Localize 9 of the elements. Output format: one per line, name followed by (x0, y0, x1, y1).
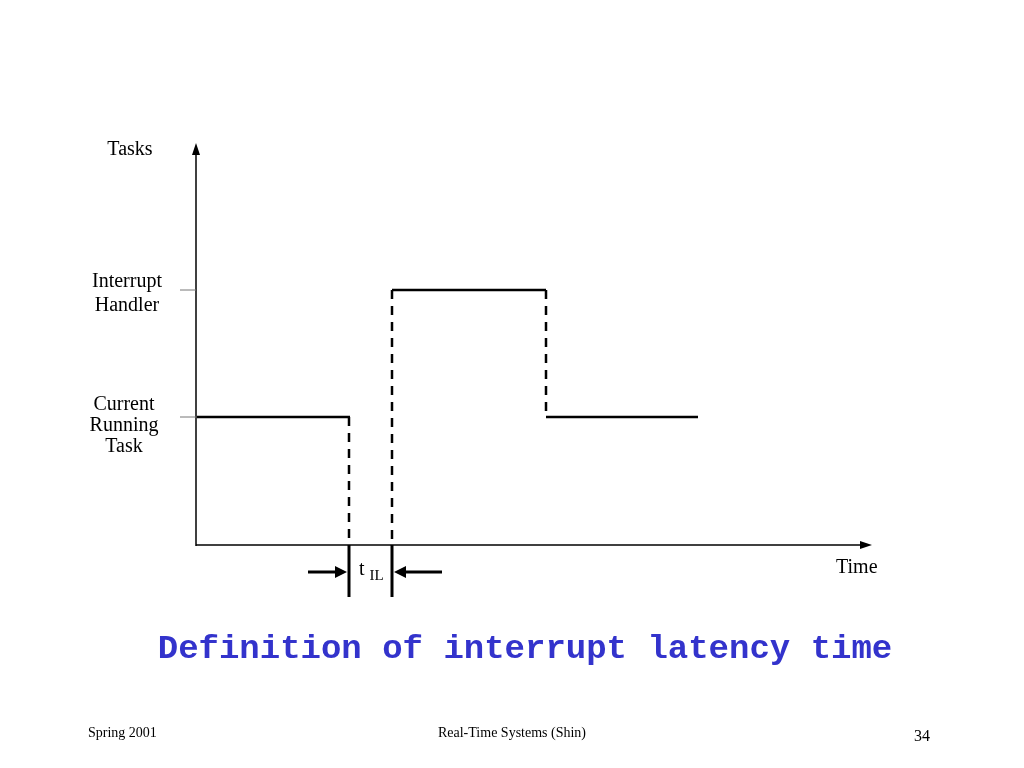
axis-label: Tasks (106, 136, 154, 160)
footer-text: Real-Time Systems (Shin) (436, 724, 587, 742)
dimension-label: t $_{IL}$ (359, 556, 385, 586)
footer-text: Spring 2001 (88, 724, 158, 742)
caption: Definition of interrupt latency time (156, 629, 894, 670)
level-label: Current Running Task (88, 393, 160, 456)
level-label: Interrupt Handler (91, 268, 163, 316)
axis-label: Time (836, 554, 879, 578)
page-number: 34 (914, 726, 931, 746)
